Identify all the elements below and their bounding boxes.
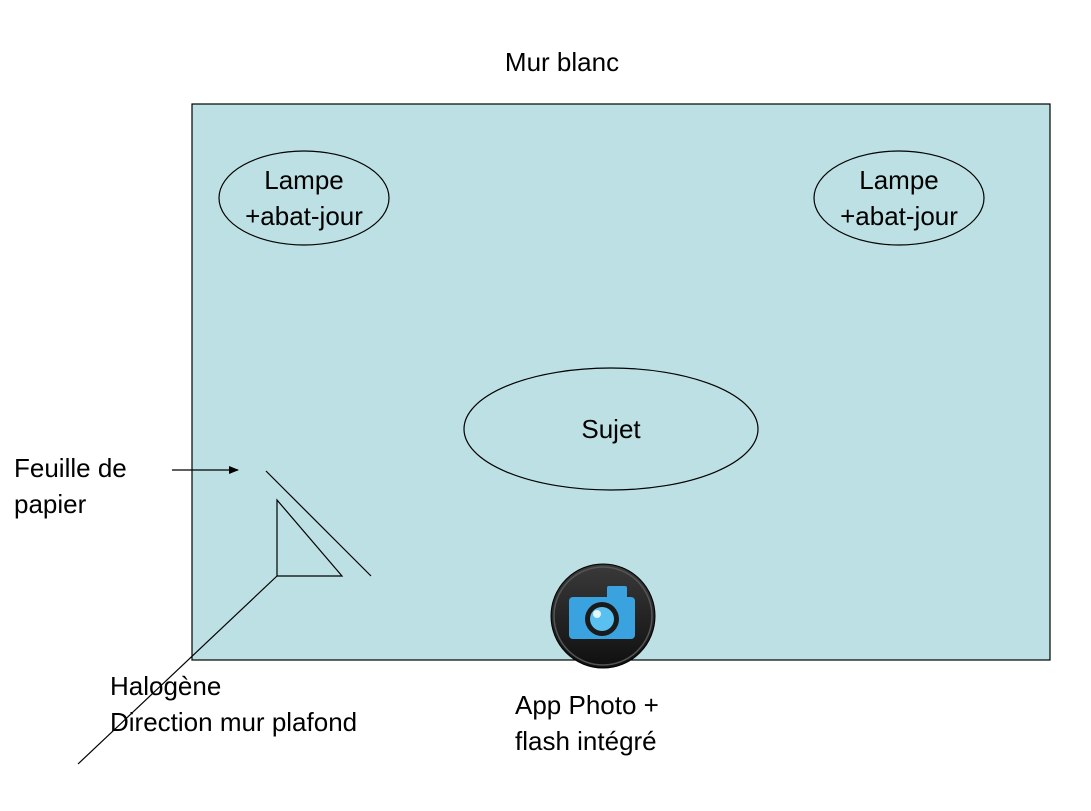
camera-label-1: App Photo + xyxy=(515,690,659,720)
lamp-right: Lampe +abat-jour xyxy=(813,150,985,246)
camera-icon xyxy=(550,563,656,669)
lamp-left: Lampe +abat-jour xyxy=(218,150,390,246)
lamp-left-shape xyxy=(218,150,390,246)
lamp-left-label-1: Lampe xyxy=(264,165,344,195)
paper-label-2: papier xyxy=(14,489,87,519)
subject-label: Sujet xyxy=(581,414,641,444)
lamp-right-shape xyxy=(813,150,985,246)
camera-label-2: flash intégré xyxy=(515,726,657,756)
paper-sheet-line xyxy=(265,470,372,577)
diagram-title: Mur blanc xyxy=(505,47,619,77)
halogen-shape xyxy=(276,498,344,577)
lamp-right-label-1: Lampe xyxy=(859,165,939,195)
halogen-direction-line xyxy=(77,575,278,765)
lamp-right-label-2: +abat-jour xyxy=(840,201,958,231)
lamp-left-label-2: +abat-jour xyxy=(245,201,363,231)
subject: Sujet xyxy=(463,367,759,491)
subject-shape xyxy=(463,367,759,491)
halogen-label-1: Halogène xyxy=(110,671,221,701)
halogen: Halogène Direction mur plafond xyxy=(77,498,357,765)
halogen-label-2: Direction mur plafond xyxy=(110,707,357,737)
paper-label-1: Feuille de xyxy=(14,453,127,483)
paper: Feuille de papier xyxy=(14,453,372,577)
